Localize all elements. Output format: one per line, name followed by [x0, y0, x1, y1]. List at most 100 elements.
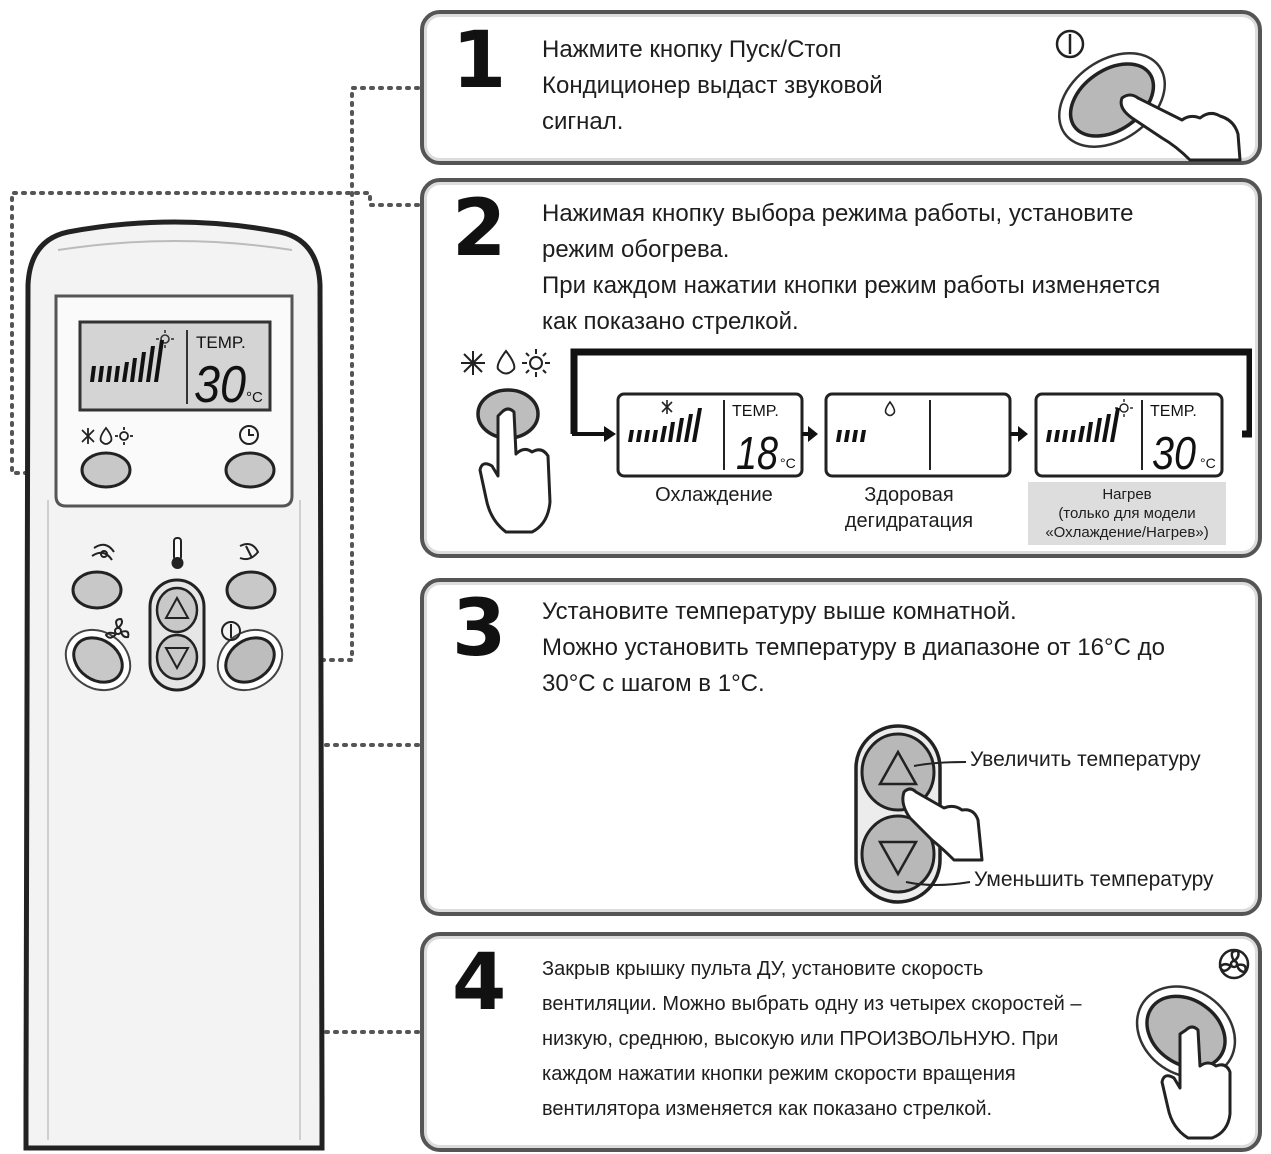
mode-button[interactable] — [80, 451, 132, 489]
caption-line: (только для модели — [1058, 505, 1196, 522]
hand-icon — [1160, 1025, 1232, 1140]
hand-icon — [1119, 93, 1242, 162]
temp-down-button[interactable] — [155, 633, 199, 681]
drop-icon — [884, 400, 896, 417]
down-arrow-icon — [877, 840, 919, 877]
step-text-line: режим обогрева. — [542, 236, 730, 263]
step-text-line: Нажимая кнопку выбора режима работы, уст… — [542, 200, 1134, 227]
step-text-line: низкую, среднюю, высокую или ПРОИЗВОЛЬНУ… — [542, 1028, 1059, 1050]
remote-mode-icons — [81, 426, 133, 445]
mode-icons — [461, 349, 550, 377]
fan-speed-bars — [836, 430, 866, 442]
thermometer-icon — [171, 537, 184, 569]
snowflake-icon — [81, 428, 95, 444]
remote-lcd-fan-bars — [90, 340, 164, 382]
mode-cycle-illustration: TEMP. 18 °C — [461, 348, 1252, 534]
remote-lcd-temp-value: 30 — [194, 356, 246, 414]
fan-button[interactable] — [65, 629, 131, 692]
lcd-heat: TEMP. 30 °C — [1034, 392, 1224, 479]
caption-line: Нагрев — [1102, 486, 1152, 503]
down-arrow-icon — [164, 647, 190, 671]
step-text-line: 30°C с шагом в 1°C. — [542, 670, 765, 697]
caption-dry: Здоровая дегидратация — [824, 482, 994, 534]
fan-icon — [104, 617, 130, 639]
step-number: 4 — [452, 938, 507, 1028]
remote-lcd-unit: °C — [246, 389, 263, 406]
fan-speed-bars — [628, 408, 702, 442]
fan-speed-bars — [1046, 408, 1120, 442]
arrow-head — [604, 426, 616, 442]
sun-icon — [115, 427, 133, 445]
power-icon — [1055, 29, 1085, 59]
step-text-line: вентилятора изменяется как показано стре… — [542, 1098, 993, 1120]
step-text-line: Установите температуру выше комнатной. — [542, 598, 1017, 625]
up-arrow-icon — [877, 749, 919, 786]
drop-icon — [99, 426, 113, 445]
step-text-line: Нажмите кнопку Пуск/Стоп — [542, 36, 842, 63]
caption-line: дегидратация — [844, 510, 974, 532]
step-text-line: Кондиционер выдаст звуковой — [542, 72, 883, 99]
step-number: 2 — [452, 184, 507, 274]
increase-temp-label: Увеличить температуру — [970, 748, 1201, 771]
temp-buttons-illustration — [854, 724, 984, 904]
step-number: 3 — [452, 584, 507, 674]
arrow-head — [808, 426, 818, 442]
caption-line: Здоровая — [864, 484, 954, 506]
hand-icon — [901, 787, 984, 862]
swing-icon — [91, 543, 115, 561]
snowflake-icon — [661, 400, 673, 414]
press-fan-illustration — [1135, 948, 1250, 1140]
remote-inner-edge — [57, 240, 293, 251]
sun-icon — [522, 349, 550, 377]
connector-step3 — [176, 676, 420, 747]
sleep-button[interactable] — [225, 570, 277, 610]
lcd-unit: °C — [780, 455, 796, 471]
step-text-line: каждом нажатии кнопки режим скорости вра… — [542, 1063, 1016, 1085]
lcd-unit: °C — [1200, 455, 1216, 471]
power-icon — [221, 621, 241, 641]
decrease-temp-label: Уменьшить температуру — [974, 868, 1214, 891]
step-text: Нажмите кнопку Пуск/Стоп Кондиционер выд… — [542, 32, 883, 140]
temp-up-button[interactable] — [155, 586, 199, 634]
step-1-panel: 1 Нажмите кнопку Пуск/Стоп Кондиционер в… — [420, 10, 1262, 165]
remote-lcd-sun-icon — [156, 330, 174, 348]
caption-line: Охлаждение — [655, 484, 773, 506]
label-leader-lines — [905, 761, 971, 886]
caption-cool: Охлаждение — [624, 482, 804, 508]
fan-icon — [1218, 948, 1250, 980]
lcd-temp-value: 30 — [1152, 427, 1196, 479]
lcd-temp-value: 18 — [736, 427, 778, 479]
lcd-cool: TEMP. 18 °C — [616, 392, 804, 479]
step-text-line: Закрыв крышку пульта ДУ, установите скор… — [542, 958, 984, 980]
arrow-head — [1018, 426, 1028, 442]
lcd-temp-label: TEMP. — [1150, 403, 1197, 420]
step-text-line: При каждом нажатии кнопки режим работы и… — [542, 272, 1161, 299]
snowflake-icon — [461, 351, 485, 375]
step-text: Закрыв крышку пульта ДУ, установите скор… — [542, 952, 1081, 1127]
temp-down-button[interactable] — [860, 814, 936, 894]
timer-button[interactable] — [224, 451, 276, 489]
lcd-dry — [824, 392, 1012, 478]
step-text: Установите температуру выше комнатной. М… — [542, 594, 1165, 702]
step-3-panel: 3 Установите температуру выше комнатной.… — [420, 578, 1262, 916]
sleep-icon — [239, 543, 260, 561]
lcd-temp-label: TEMP. — [732, 403, 779, 420]
up-arrow-icon — [164, 595, 190, 619]
remote-lcd-temp-label: TEMP. — [196, 333, 246, 352]
power-button[interactable] — [217, 629, 283, 692]
swing-button[interactable] — [71, 570, 123, 610]
clock-icon — [239, 425, 259, 445]
step-text-line: вентиляции. Можно выбрать одну из четыре… — [542, 993, 1082, 1015]
cycle-loop-arrow — [570, 348, 1252, 438]
step-text-line: Можно установить температуру в диапазоне… — [542, 634, 1165, 661]
hand-icon — [478, 407, 552, 534]
step-4-panel: 4 Закрыв крышку пульта ДУ, установите ск… — [420, 932, 1262, 1152]
step-number: 1 — [452, 16, 507, 106]
caption-line: «Охлаждение/Нагрев») — [1045, 524, 1209, 541]
connector-step2 — [10, 191, 420, 475]
drop-icon — [496, 349, 516, 375]
step-text-line: сигнал. — [542, 108, 624, 135]
step-text: Нажимая кнопку выбора режима работы, уст… — [542, 196, 1160, 340]
caption-heat: Нагрев (только для модели «Охлаждение/На… — [1028, 482, 1226, 545]
